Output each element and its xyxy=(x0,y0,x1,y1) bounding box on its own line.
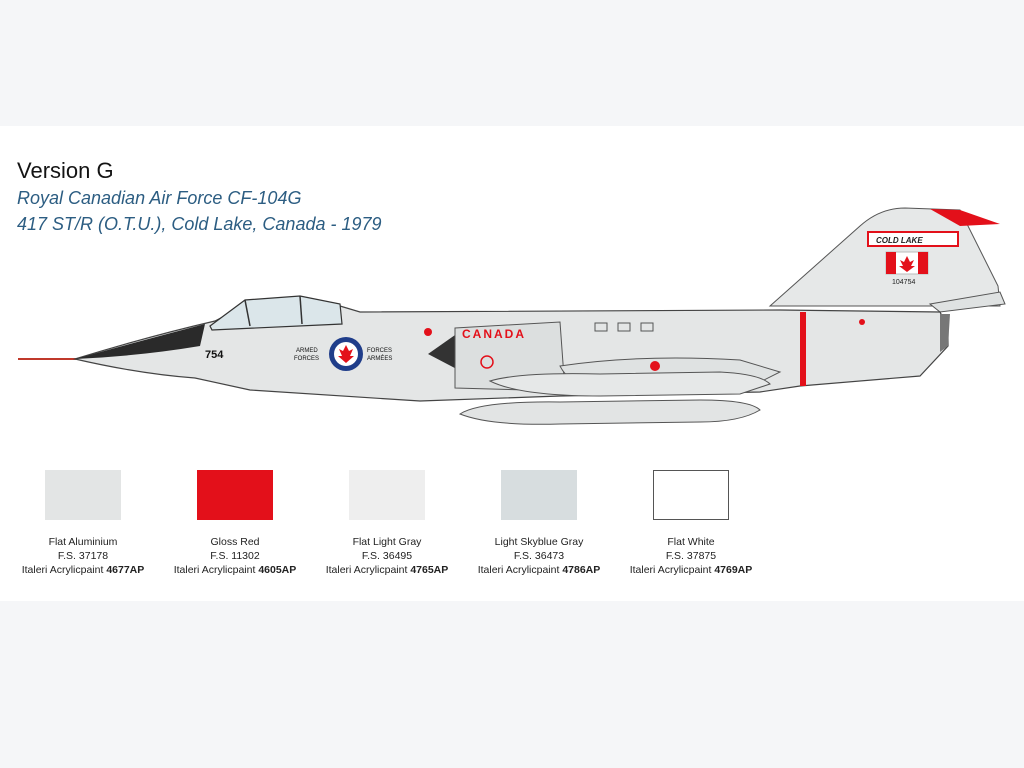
color-chip xyxy=(653,470,729,520)
swatch-light-skyblue-gray: Light Skyblue Gray F.S. 36473 Italeri Ac… xyxy=(464,470,614,577)
paint-product: Italeri Acrylicpaint 4786AP xyxy=(477,564,601,576)
profile-sheet: Version G Royal Canadian Air Force CF-10… xyxy=(0,126,1024,601)
tail-band xyxy=(867,231,959,247)
roundel-text-right: FORCES xyxy=(367,348,392,354)
underwing-fuel-tank xyxy=(458,399,761,425)
swatch-gloss-red: Gloss Red F.S. 11302 Italeri Acrylicpain… xyxy=(160,470,310,577)
maple-leaf-icon xyxy=(899,256,915,272)
fs-code: F.S. 11302 xyxy=(210,550,260,562)
fuselage-canada-text: CANADA xyxy=(462,327,526,341)
nose-cone xyxy=(75,324,205,359)
swatch-flat-white: Flat White F.S. 37875 Italeri Acrylicpai… xyxy=(616,470,766,577)
paint-name: Light Skyblue Gray xyxy=(494,536,584,548)
rear-fuselage-band xyxy=(800,312,806,386)
tail-serial: 104754 xyxy=(892,279,915,286)
tail-band-text: COLD LAKE xyxy=(876,236,923,245)
fs-code: F.S. 36495 xyxy=(361,550,413,562)
paint-product: Italeri Acrylicpaint 4769AP xyxy=(629,564,753,576)
paint-product: Italeri Acrylicpaint 4605AP xyxy=(173,564,297,576)
horizontal-stabilizer xyxy=(928,291,1006,313)
fs-code: F.S. 36473 xyxy=(513,550,565,562)
roundel-icon xyxy=(329,337,363,371)
color-chip xyxy=(45,470,121,520)
pylon-tank xyxy=(488,371,771,397)
paint-name: Flat Light Gray xyxy=(352,536,422,548)
fs-code: F.S. 37875 xyxy=(665,550,717,562)
roundel-text-left: ARMED xyxy=(296,348,318,354)
canopy xyxy=(209,295,343,331)
paint-product: Italeri Acrylicpaint 4765AP xyxy=(325,564,449,576)
paint-name: Flat Aluminium xyxy=(48,536,118,548)
color-chip xyxy=(197,470,273,520)
bottom-margin xyxy=(0,601,1024,768)
tail-red-tip xyxy=(930,209,1000,226)
paint-name: Gloss Red xyxy=(210,536,260,548)
version-title: Version G xyxy=(17,158,114,183)
fs-code: F.S. 37178 xyxy=(57,550,109,562)
swatch-flat-light-gray: Flat Light Gray F.S. 36495 Italeri Acryl… xyxy=(312,470,462,577)
paint-product: Italeri Acrylicpaint 4677AP xyxy=(21,564,145,576)
svg-text:ARMÉES: ARMÉES xyxy=(367,355,392,362)
aircraft-type-subtitle: Royal Canadian Air Force CF-104G xyxy=(17,188,302,208)
top-margin xyxy=(0,0,1024,126)
aircraft-profile-illustration: COLD LAKE 104754 754 ARMED FORCES FORCES… xyxy=(18,207,1006,425)
swatch-flat-aluminium: Flat Aluminium F.S. 37178 Italeri Acryli… xyxy=(8,470,158,577)
unit-subtitle: 417 ST/R (O.T.U.), Cold Lake, Canada - 1… xyxy=(17,214,382,234)
exhaust-nozzle xyxy=(940,314,950,352)
paint-name: Flat White xyxy=(667,536,715,548)
color-chip xyxy=(349,470,425,520)
nose-number: 754 xyxy=(205,349,224,361)
svg-text:FORCES: FORCES xyxy=(294,356,319,362)
color-chip xyxy=(501,470,577,520)
